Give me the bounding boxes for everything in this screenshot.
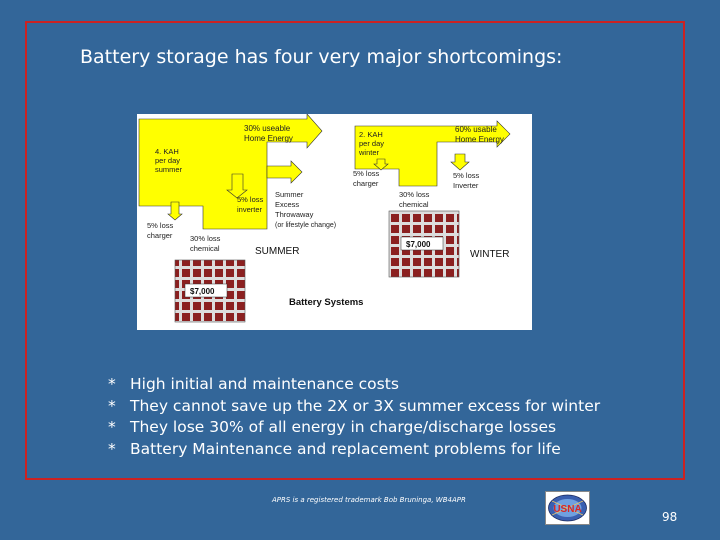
winter-label: WINTER bbox=[470, 249, 509, 260]
svg-text:30% loss: 30% loss bbox=[399, 190, 430, 199]
summer-excess-arrow bbox=[266, 160, 303, 184]
footer-trademark: APRS is a registered trademark Bob Bruni… bbox=[272, 496, 466, 504]
summer-label: SUMMER bbox=[255, 246, 299, 257]
svg-text:5% loss: 5% loss bbox=[353, 169, 380, 178]
bullet-item: * High initial and maintenance costs bbox=[108, 374, 600, 396]
slide-frame bbox=[25, 21, 685, 480]
bullet-text: They cannot save up the 2X or 3X summer … bbox=[130, 396, 601, 415]
page-number: 98 bbox=[662, 510, 678, 524]
svg-text:USNA: USNA bbox=[553, 504, 581, 515]
summer-loss-arrow-inverter bbox=[226, 173, 248, 199]
winter-input-label: 2. KAH per day winter bbox=[358, 130, 384, 157]
logo-graphic: USNA bbox=[548, 494, 587, 522]
svg-text:summer: summer bbox=[155, 165, 183, 174]
svg-text:5% loss: 5% loss bbox=[453, 171, 480, 180]
summer-loss-charger-label: 5% loss charger bbox=[147, 221, 174, 240]
summer-battery-cost: $7,000 bbox=[190, 287, 215, 296]
summer-excess-label: Summer Excess Throwaway (or lifestyle ch… bbox=[275, 190, 336, 229]
summer-loss-chemical-label: 30% loss chemical bbox=[190, 234, 221, 253]
bullet-mark: * bbox=[108, 396, 116, 415]
bullet-item: * They cannot save up the 2X or 3X summe… bbox=[108, 396, 600, 418]
bullet-text: Battery Maintenance and replacement prob… bbox=[130, 439, 561, 458]
svg-text:Inverter: Inverter bbox=[453, 181, 479, 190]
battery-diagram-svg: 4. KAH per day summer 30% useable Home E… bbox=[138, 114, 511, 323]
winter-useable-label: 60% usable Home Energy bbox=[455, 125, 504, 144]
winter-loss-chemical-label: 30% loss chemical bbox=[399, 190, 430, 209]
bullet-mark: * bbox=[108, 375, 116, 393]
bullet-item: * They lose 30% of all energy in charge/… bbox=[108, 417, 600, 439]
bullet-item: * Battery Maintenance and replacement pr… bbox=[108, 439, 600, 461]
svg-text:5% loss: 5% loss bbox=[237, 195, 264, 204]
winter-loss-arrow-inverter bbox=[450, 153, 470, 171]
summer-loss-inverter-label: 5% loss inverter bbox=[237, 195, 264, 214]
svg-text:Summer: Summer bbox=[275, 190, 304, 199]
winter-loss-arrow-charger bbox=[373, 158, 389, 171]
svg-text:2. KAH: 2. KAH bbox=[359, 130, 383, 139]
svg-text:Home Energy: Home Energy bbox=[455, 135, 504, 144]
usna-logo: USNA bbox=[545, 491, 590, 525]
svg-text:chemical: chemical bbox=[190, 244, 220, 253]
svg-text:charger: charger bbox=[147, 231, 173, 240]
winter-battery-cost: $7,000 bbox=[406, 240, 431, 249]
svg-text:30% useable: 30% useable bbox=[244, 124, 291, 133]
summer-loss-arrow-charger bbox=[167, 201, 183, 221]
winter-flow-arrow bbox=[354, 120, 511, 187]
bullet-list: * High initial and maintenance costs * T… bbox=[108, 374, 600, 460]
bullet-text: High initial and maintenance costs bbox=[130, 375, 399, 393]
svg-text:Home Energy: Home Energy bbox=[244, 134, 293, 143]
battery-diagram: 4. KAH per day summer 30% useable Home E… bbox=[137, 114, 532, 330]
svg-text:Excess: Excess bbox=[275, 200, 299, 209]
svg-text:per day: per day bbox=[359, 139, 384, 148]
svg-text:(or lifestyle change): (or lifestyle change) bbox=[275, 222, 336, 229]
figure-caption: Battery Systems bbox=[289, 297, 363, 308]
svg-text:60% usable: 60% usable bbox=[455, 125, 497, 134]
svg-text:5% loss: 5% loss bbox=[147, 221, 174, 230]
bullet-text: They lose 30% of all energy in charge/di… bbox=[130, 418, 557, 436]
winter-loss-inverter-label: 5% loss Inverter bbox=[453, 171, 480, 190]
summer-input-label: 4. KAH per day summer bbox=[155, 147, 183, 174]
summer-useable-label: 30% useable Home Energy bbox=[244, 124, 293, 143]
svg-text:inverter: inverter bbox=[237, 205, 263, 214]
svg-text:charger: charger bbox=[353, 179, 379, 188]
svg-text:winter: winter bbox=[358, 148, 380, 157]
svg-text:per day: per day bbox=[155, 156, 180, 165]
svg-text:chemical: chemical bbox=[399, 200, 429, 209]
bullet-mark: * bbox=[108, 418, 116, 436]
bullet-mark: * bbox=[108, 439, 116, 458]
svg-text:4. KAH: 4. KAH bbox=[155, 147, 179, 156]
svg-text:30% loss: 30% loss bbox=[190, 234, 221, 243]
summer-flow-arrow bbox=[138, 114, 323, 230]
svg-text:Throwaway: Throwaway bbox=[275, 210, 314, 219]
winter-loss-charger-label: 5% loss charger bbox=[353, 169, 380, 188]
slide-title: Battery storage has four very major shor… bbox=[80, 46, 563, 68]
